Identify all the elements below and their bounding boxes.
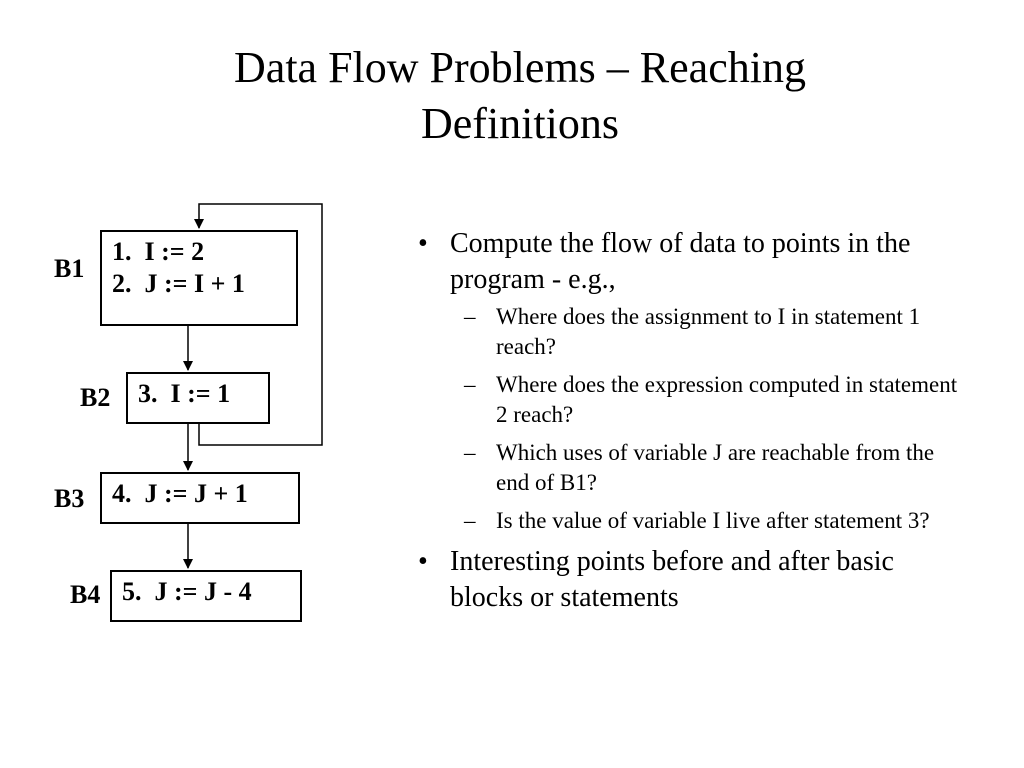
- sub-bullet-item: – Is the value of variable I live after …: [410, 506, 970, 536]
- sub-bullet-marker: –: [464, 304, 476, 329]
- bullet-text: Compute the flow of data to points in th…: [450, 228, 911, 295]
- statement-1: 1. I := 2: [112, 237, 205, 266]
- title-line-2: Definitions: [421, 99, 619, 148]
- block-b1: 1. I := 2 2. J := I + 1: [100, 230, 298, 326]
- statement-5: 5. J := J - 4: [122, 577, 252, 606]
- block-b2: 3. I := 1: [126, 372, 270, 424]
- statement-3: 3. I := 1: [138, 379, 231, 408]
- sub-bullet-marker: –: [464, 372, 476, 397]
- bullet-text: Interesting points before and after basi…: [450, 546, 894, 613]
- bullet-marker: •: [418, 546, 428, 577]
- sub-bullet-list: – Where does the assignment to I in stat…: [410, 302, 970, 536]
- slide-title: Data Flow Problems – Reaching Definition…: [0, 40, 1024, 152]
- bullet-item: • Interesting points before and after ba…: [410, 544, 970, 616]
- title-line-1: Data Flow Problems – Reaching: [234, 43, 806, 92]
- bullet-list: • Compute the flow of data to points in …: [410, 226, 970, 620]
- block-label-b4: B4: [70, 580, 101, 609]
- block-label-b1: B1: [54, 254, 85, 283]
- statement-4: 4. J := J + 1: [112, 479, 248, 508]
- sub-bullet-marker: –: [464, 440, 476, 465]
- bullet-marker: •: [418, 228, 428, 259]
- statement-2: 2. J := I + 1: [112, 269, 245, 298]
- sub-bullet-item: – Where does the assignment to I in stat…: [410, 302, 970, 362]
- sub-bullet-item: – Where does the expression computed in …: [410, 370, 970, 430]
- sub-bullet-marker: –: [464, 508, 476, 533]
- block-b4: 5. J := J - 4: [110, 570, 302, 622]
- block-label-b2: B2: [80, 383, 111, 412]
- edge-b2-loop-b1: [194, 203, 323, 446]
- block-b3: 4. J := J + 1: [100, 472, 300, 524]
- sub-bullet-text: Is the value of variable I live after st…: [496, 508, 930, 533]
- block-label-b3: B3: [54, 484, 85, 513]
- sub-bullet-item: – Which uses of variable J are reachable…: [410, 438, 970, 498]
- sub-bullet-text: Which uses of variable J are reachable f…: [496, 440, 935, 495]
- sub-bullet-text: Where does the assignment to I in statem…: [496, 304, 921, 359]
- sub-bullet-text: Where does the expression computed in st…: [496, 372, 958, 427]
- bullet-item: • Compute the flow of data to points in …: [410, 226, 970, 298]
